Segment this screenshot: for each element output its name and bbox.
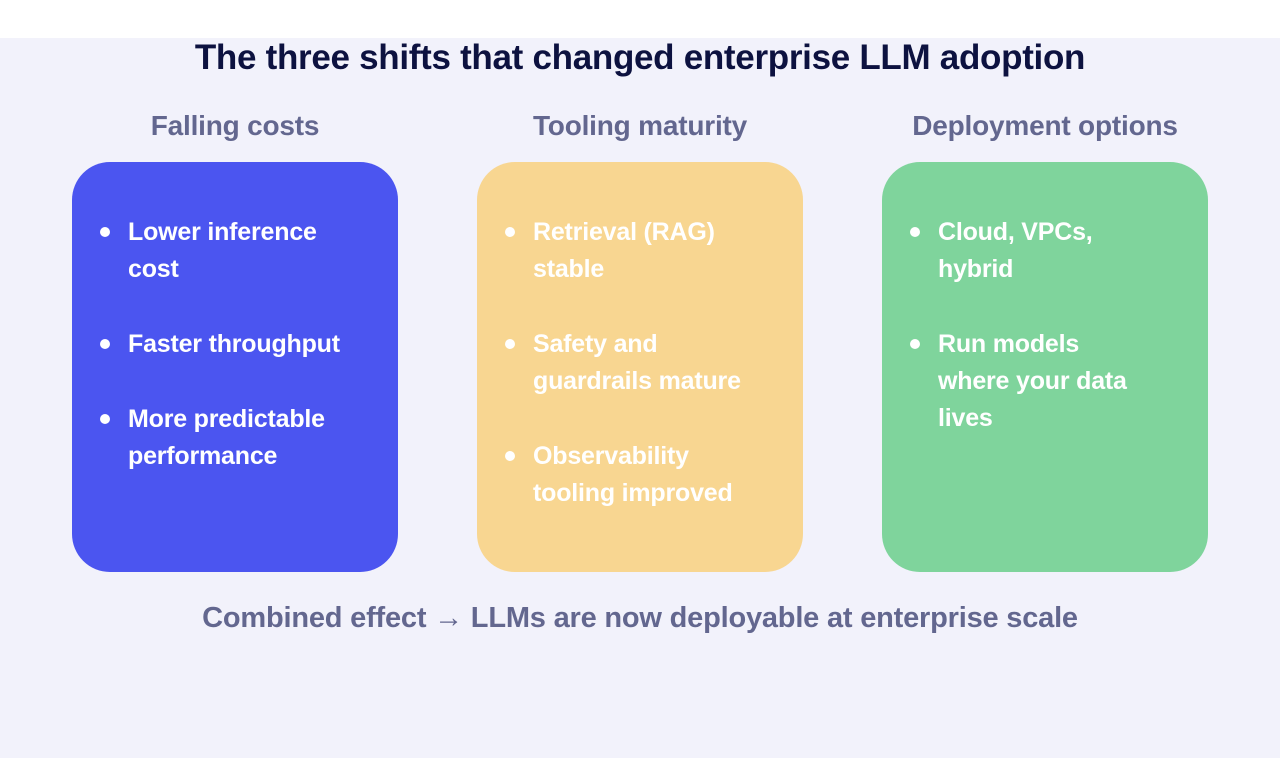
bullet-list: Retrieval (RAG) stable Safety and guardr… [503, 214, 803, 512]
column-header-deployment-options: Deployment options [912, 110, 1178, 141]
columns-row: Falling costs Lower inference cost Faste… [0, 110, 1280, 572]
bullet-list: Lower inference cost Faster throughput M… [98, 214, 398, 475]
column-deployment-options: Deployment options Cloud, VPCs, hybrid R… [882, 110, 1208, 572]
bullet-item: Safety and guardrails mature [503, 326, 743, 400]
column-header-falling-costs: Falling costs [150, 110, 320, 141]
footer-conclusion-text: Combined effect → LLMs are now deployabl… [202, 602, 1078, 634]
bullet-list: Cloud, VPCs, hybrid Run models where you… [908, 214, 1208, 437]
bullet-item: Faster throughput [98, 326, 366, 363]
column-header-tooling-maturity: Tooling maturity [532, 110, 748, 141]
slide: The three shifts that changed enterprise… [0, 38, 1280, 758]
slide-title: The three shifts that changed enterprise… [194, 38, 1086, 77]
card-tooling-maturity: Retrieval (RAG) stable Safety and guardr… [477, 162, 803, 572]
bullet-item: Run models where your data lives [908, 326, 1156, 437]
bullet-item: Observability tooling improved [503, 438, 743, 512]
card-deployment-options: Cloud, VPCs, hybrid Run models where you… [882, 162, 1208, 572]
bullet-item: Lower inference cost [98, 214, 366, 288]
bullet-item: More predictable performance [98, 401, 366, 475]
column-falling-costs: Falling costs Lower inference cost Faste… [72, 110, 398, 572]
column-tooling-maturity: Tooling maturity Retrieval (RAG) stable … [477, 110, 803, 572]
bullet-item: Cloud, VPCs, hybrid [908, 214, 1156, 288]
bullet-item: Retrieval (RAG) stable [503, 214, 743, 288]
card-falling-costs: Lower inference cost Faster throughput M… [72, 162, 398, 572]
